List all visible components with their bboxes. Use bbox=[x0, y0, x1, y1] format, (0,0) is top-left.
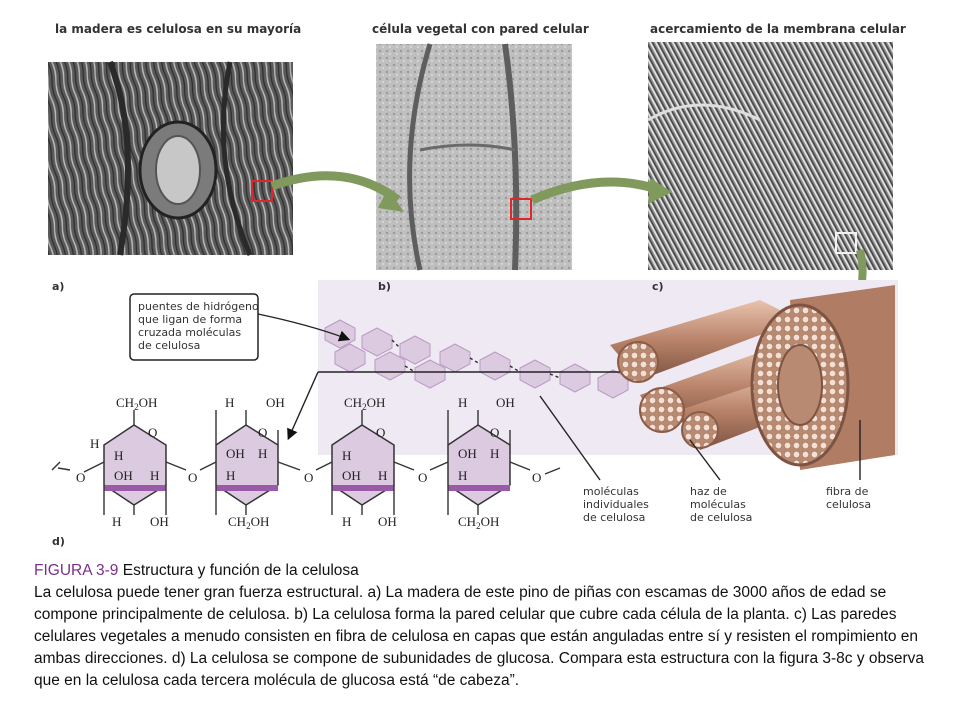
hydrogen-bridges-callout-box bbox=[129, 293, 259, 361]
membrane-photo bbox=[647, 42, 893, 270]
ring3-top-label: CH2OH bbox=[344, 395, 385, 412]
cellulose-chains bbox=[324, 319, 629, 399]
ring1-top-label: CH2OH bbox=[116, 395, 157, 412]
ring1-bottom-oh: OH bbox=[150, 514, 169, 529]
wood-highlight-box bbox=[251, 180, 273, 202]
figure-title: Estructura y función de la celulosa bbox=[118, 562, 359, 579]
arrow-b-to-c bbox=[530, 177, 662, 205]
ring2-ring-o: O bbox=[258, 425, 267, 440]
figure-label: FIGURA 3-9 bbox=[34, 562, 119, 579]
individual-molecules-label: moléculas individuales de celulosa bbox=[583, 485, 649, 524]
caption-body: La celulosa puede tener gran fuerza estr… bbox=[34, 584, 925, 689]
ring1-ring-o: O bbox=[148, 425, 157, 440]
glucose-ring-2 bbox=[215, 424, 279, 506]
panel-c-title: acercamiento de la membrana celular bbox=[650, 22, 906, 36]
panel-a-label: a) bbox=[52, 280, 65, 293]
caption-heading: FIGURA 3-9 Estructura y función de la ce… bbox=[34, 560, 934, 582]
cell-wall-highlight-box bbox=[510, 198, 532, 220]
ring1-bottom-h: H bbox=[112, 514, 121, 529]
membrane-highlight-box bbox=[835, 232, 857, 254]
wood-photo bbox=[48, 60, 293, 256]
ring1-oh: OH bbox=[114, 468, 133, 483]
cellulose-illustration: CH2OH H OH CH2OH H OH O H H OH H O OH H … bbox=[48, 42, 898, 531]
ring3-h-right: H bbox=[378, 468, 387, 483]
bundle-label: haz de moléculas de celulosa bbox=[690, 485, 753, 524]
ring3-oh: OH bbox=[342, 468, 361, 483]
figure-caption: FIGURA 3-9 Estructura y función de la ce… bbox=[34, 560, 934, 692]
panel-b-title: célula vegetal con pared celular bbox=[372, 22, 589, 36]
link-o-1: O bbox=[76, 470, 85, 485]
ring1-h-right: H bbox=[150, 468, 159, 483]
arrow-a-to-b bbox=[270, 171, 401, 204]
ring3-bottom-h: H bbox=[342, 514, 351, 529]
ring4-h-low: H bbox=[458, 468, 467, 483]
ring4-ring-o: O bbox=[490, 425, 499, 440]
glucose-chain bbox=[51, 410, 561, 515]
link-o-4: O bbox=[418, 470, 427, 485]
link-o-2: O bbox=[188, 470, 197, 485]
link-o-5: O bbox=[532, 470, 541, 485]
ring2-h-low: H bbox=[226, 468, 235, 483]
ring2-top-h: H bbox=[225, 395, 234, 410]
ring4-h-in: H bbox=[490, 446, 499, 461]
plant-cell-photo bbox=[376, 43, 572, 271]
ring2-oh: OH bbox=[226, 446, 245, 461]
ring3-h-in: H bbox=[342, 448, 351, 463]
ring3-bottom-oh: OH bbox=[378, 514, 397, 529]
ring1-h-left: H bbox=[90, 436, 99, 451]
link-o-3: O bbox=[304, 470, 313, 485]
ring2-bottom-label: CH2OH bbox=[228, 514, 269, 531]
panel-d-label: d) bbox=[52, 535, 65, 548]
ring4-top-h: H bbox=[458, 395, 467, 410]
cellulose-bundle bbox=[610, 285, 895, 470]
panel-a-title: la madera es celulosa en su mayoría bbox=[55, 22, 302, 36]
ring4-oh: OH bbox=[458, 446, 477, 461]
ring3-ring-o: O bbox=[376, 425, 385, 440]
panel-b-label: b) bbox=[378, 280, 391, 293]
ring4-bottom-label: CH2OH bbox=[458, 514, 499, 531]
ring2-top-oh: OH bbox=[266, 395, 285, 410]
ring2-h-in: H bbox=[258, 446, 267, 461]
panel-c-label: c) bbox=[652, 280, 664, 293]
hydrogen-bridges-callout: puentes de hidrógeno que ligan de forma … bbox=[138, 300, 259, 352]
fiber-label: fibra de celulosa bbox=[826, 485, 872, 511]
ring4-top-oh: OH bbox=[496, 395, 515, 410]
ring1-h-in: H bbox=[114, 448, 123, 463]
